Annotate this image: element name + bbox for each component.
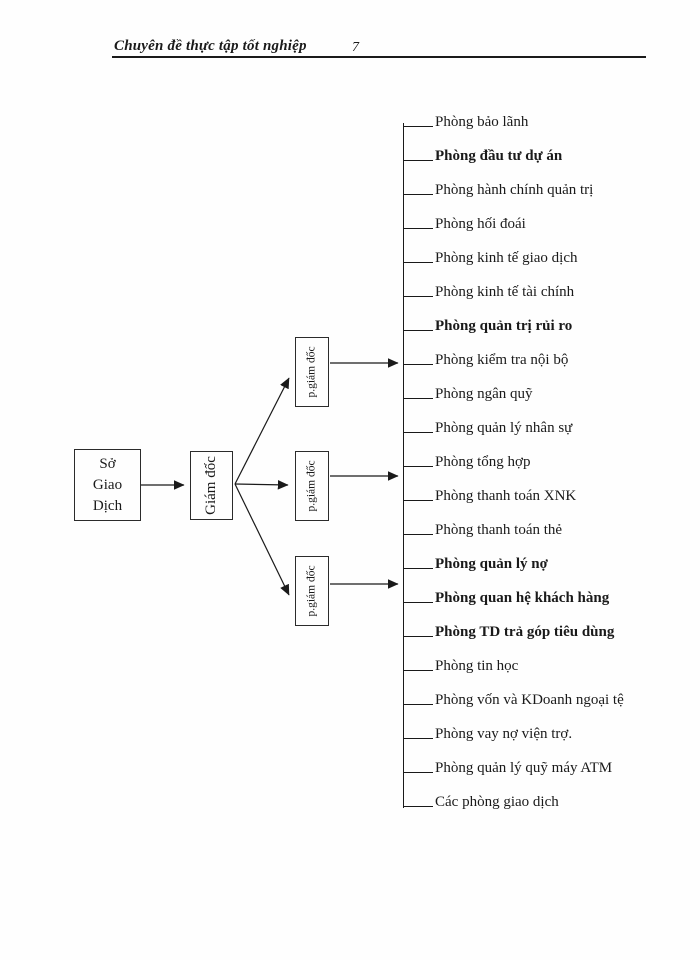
connector-tick [403,568,433,569]
department-label: Phòng quan hệ khách hàng [435,590,610,606]
arrow-director-to-deputy-1 [234,377,290,485]
document-title: Chuyên đề thực tập tốt nghiệp [114,38,307,54]
root-box-label: Sở Giao Dịch [92,455,123,514]
department-label: Phòng vay nợ viện trợ. [435,726,573,742]
department-label: Phòng quản lý nợ [435,556,548,572]
connector-tick [403,228,433,229]
department-label: Phòng tổng hợp [435,454,531,470]
arrow-director-to-deputy-3 [234,483,290,596]
connector-tick [403,432,433,433]
department-label: Phòng kiểm tra nội bộ [435,352,569,368]
department-label: Phòng quản lý nhân sự [435,420,573,436]
department-label: Phòng tin học [435,658,519,674]
connector-tick [403,194,433,195]
connector-tick [403,704,433,705]
department-label: Phòng bảo lãnh [435,114,529,130]
department-label: Phòng quản trị rủi ro [435,318,573,334]
connector-tick [403,602,433,603]
header-rule [112,56,646,58]
department-label: Phòng thanh toán thẻ [435,522,563,538]
connector-tick [403,126,433,127]
connector-tick [403,636,433,637]
page-number: 7 [352,40,359,55]
deputy-box-label: p.giám đốc [306,460,319,512]
deputy-box: p.giám đốc [295,337,329,407]
connector-tick [403,262,433,263]
director-box-label: Giám đốc [203,456,220,515]
arrow-director-to-deputy-2 [234,480,289,490]
connector-tick [403,160,433,161]
director-box: Giám đốc [190,451,233,520]
department-label: Phòng quản lý quỹ máy ATM [435,760,613,776]
connector-tick [403,772,433,773]
deputy-box-label: p.giám đốc [306,346,319,398]
deputy-box: p.giám đốc [295,556,329,626]
connector-tick [403,500,433,501]
department-label: Phòng TD trả góp tiêu dùng [435,624,615,640]
connector-tick [403,738,433,739]
department-spine [403,123,404,808]
connector-tick [403,806,433,807]
connector-tick [403,330,433,331]
connector-tick [403,364,433,365]
connector-tick [403,670,433,671]
connector-tick [403,296,433,297]
department-label: Phòng kinh tế tài chính [435,284,575,300]
department-label: Phòng kinh tế giao dịch [435,250,578,266]
department-label: Phòng đầu tư dự án [435,148,563,164]
department-label: Phòng vốn và KDoanh ngoại tệ [435,692,624,708]
department-label: Phòng thanh toán XNK [435,488,577,504]
deputy-box: p.giám đốc [295,451,329,521]
connector-tick [403,534,433,535]
department-label: Phòng hối đoái [435,216,526,232]
department-label: Các phòng giao dịch [435,794,559,810]
department-label: Phòng ngân quỹ [435,386,533,402]
root-box: Sở Giao Dịch [74,449,141,521]
department-label: Phòng hành chính quản trị [435,182,594,198]
connector-tick [403,466,433,467]
connector-tick [403,398,433,399]
deputy-box-label: p.giám đốc [306,565,319,617]
